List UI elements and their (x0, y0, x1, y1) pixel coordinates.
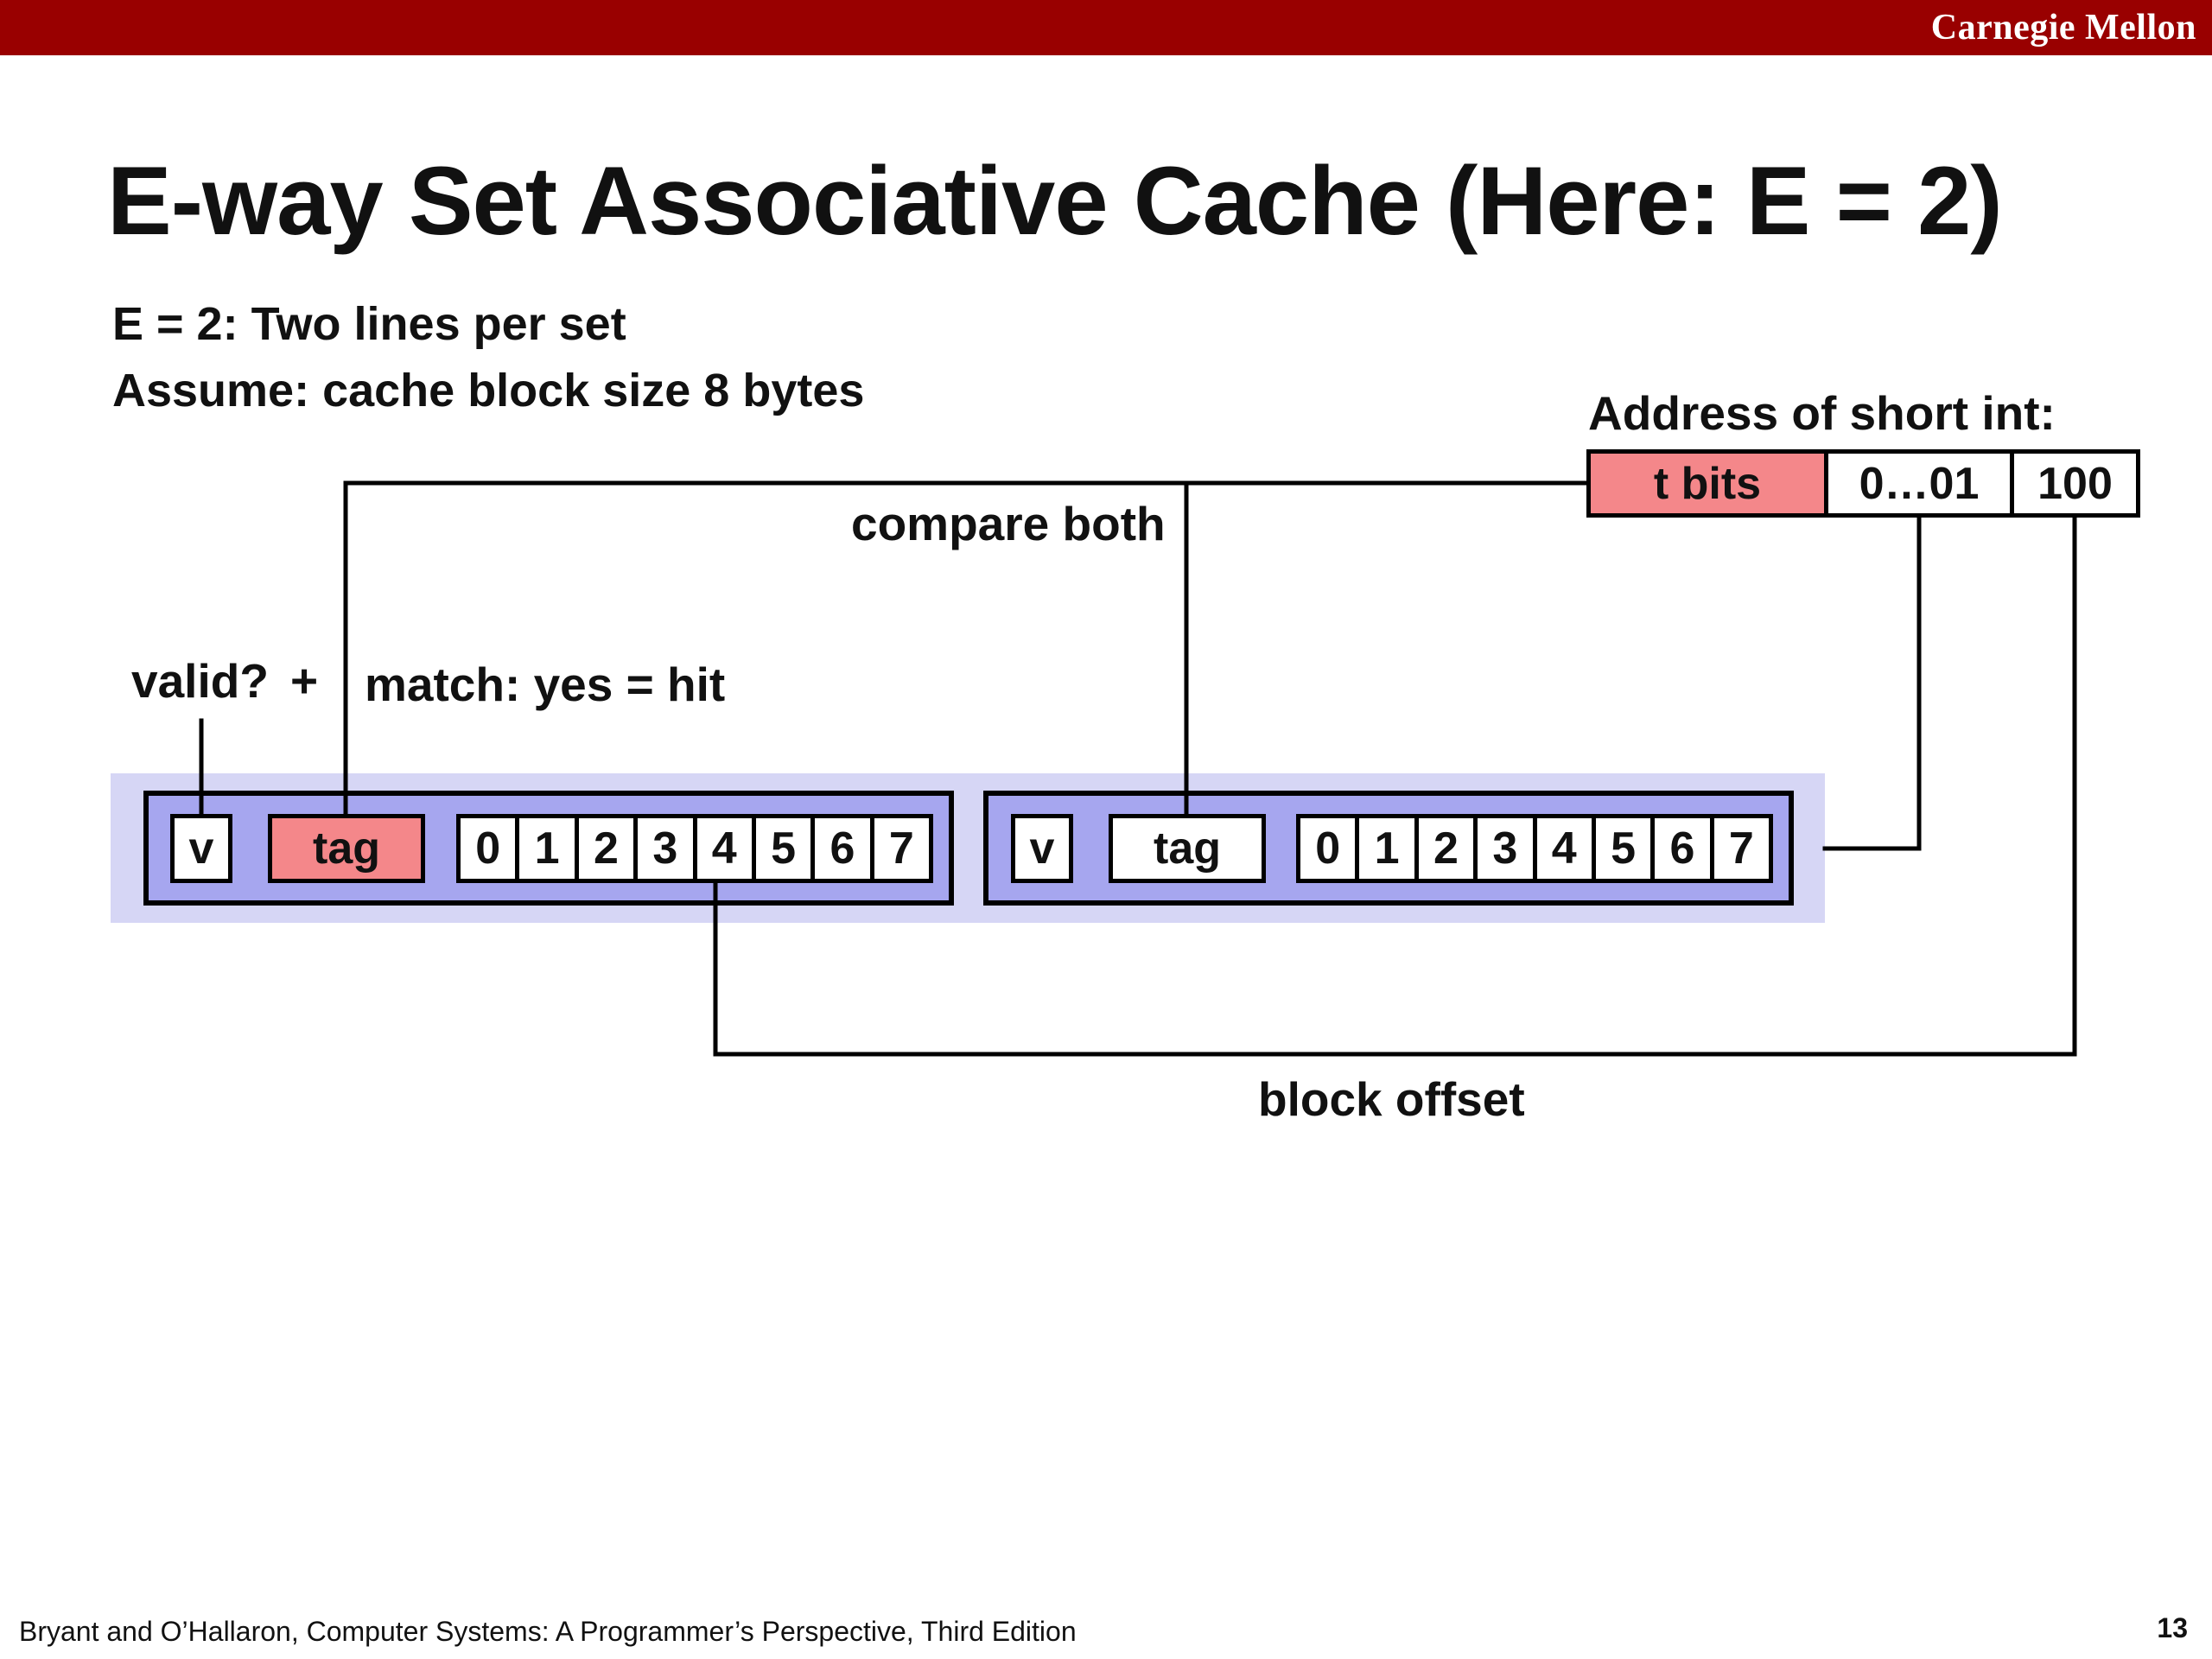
tag-compare-wire (343, 480, 1589, 817)
line-2-byte-cell: 5 (1595, 818, 1651, 879)
line-1-byte-cell: 0 (461, 818, 516, 879)
header-bar (0, 0, 2212, 55)
line-1-tag: tag (268, 814, 425, 883)
brand-logo-text: Carnegie Mellon (1930, 8, 2196, 48)
line-1-byte-cell: 7 (874, 818, 929, 879)
line-1-byte-cell: 4 (696, 818, 752, 879)
compare-both-label: compare both (851, 497, 1166, 550)
line-1-byte-cell: 3 (638, 818, 693, 879)
subtitle-lines-per-set: E = 2: Two lines per set (112, 298, 626, 350)
subtitle-block-size: Assume: cache block size 8 bytes (112, 365, 865, 416)
line-1-byte-cell: 6 (815, 818, 870, 879)
line-2-byte-cell: 4 (1536, 818, 1592, 879)
line-1-block-bytes: 0 1 2 3 4 5 6 7 (456, 814, 933, 883)
valid-label: valid? (131, 654, 269, 708)
line-2-byte-cell: 3 (1478, 818, 1533, 879)
line-1-byte-cell: 2 (578, 818, 634, 879)
line-2-byte-cell: 1 (1359, 818, 1414, 879)
line-2-byte-cell: 7 (1713, 818, 1769, 879)
block-offset-label: block offset (1258, 1072, 1525, 1126)
set-index-wire (1822, 515, 1922, 851)
line-2-valid-bit: v (1011, 814, 1073, 883)
line-2-byte-cell: 0 (1300, 818, 1356, 879)
plus-sign: + (290, 654, 319, 708)
match-label: match: yes = hit (365, 658, 726, 711)
address-label: Address of short int: (1588, 386, 2056, 440)
slide-title: E-way Set Associative Cache (Here: E = 2… (107, 147, 2003, 255)
line-2-block-bytes: 0 1 2 3 4 5 6 7 (1296, 814, 1773, 883)
line-1-byte-cell: 1 (519, 818, 575, 879)
page-number: 13 (2157, 1612, 2188, 1643)
line-1-byte-cell: 5 (755, 818, 811, 879)
line-2-byte-cell: 6 (1655, 818, 1710, 879)
address-tag-field: t bits (1586, 449, 1828, 518)
footer-citation: Bryant and O’Hallaron, Computer Systems:… (19, 1616, 1077, 1647)
line-2-byte-cell: 2 (1418, 818, 1474, 879)
block-offset-wire (713, 515, 2077, 1057)
